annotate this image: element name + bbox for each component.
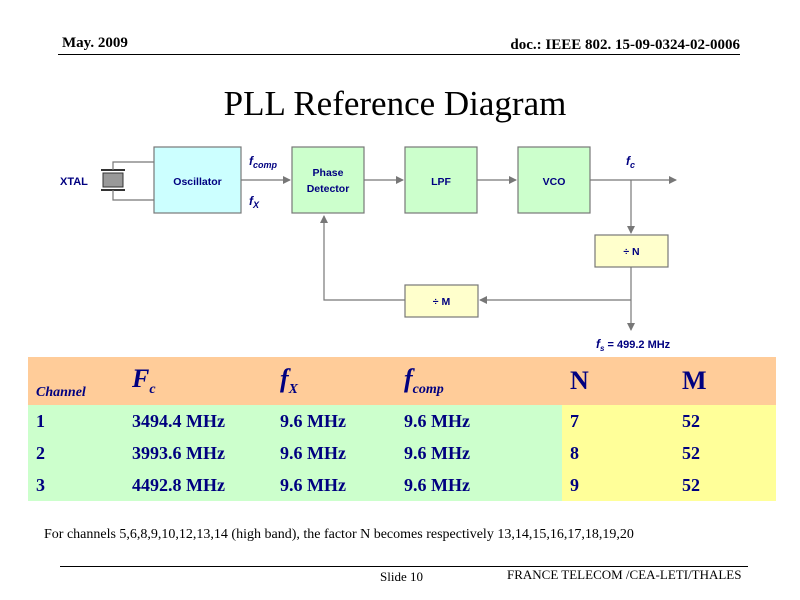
cell-fcomp: 9.6 MHz xyxy=(396,469,562,501)
crystal-symbol xyxy=(101,161,154,201)
cell-channel: 3 xyxy=(28,469,124,501)
table-row: 3 4492.8 MHz 9.6 MHz 9.6 MHz 9 52 xyxy=(28,469,776,501)
cell-fc: 4492.8 MHz xyxy=(124,469,272,501)
table-header-row: Channel Fc fX fcomp N M xyxy=(28,357,776,405)
footer-org: FRANCE TELECOM /CEA-LETI/THALES xyxy=(507,567,742,582)
cell-fx: 9.6 MHz xyxy=(272,469,396,501)
fs-label: fs = 499.2 MHz xyxy=(596,337,671,353)
high-band-note: For channels 5,6,8,9,10,12,13,14 (high b… xyxy=(44,527,634,542)
cell-fc: 3993.6 MHz xyxy=(124,437,272,469)
cell-m: 52 xyxy=(674,469,776,501)
header-fx: fX xyxy=(272,357,396,405)
xtal-label: XTAL xyxy=(60,176,88,188)
table-row: 1 3494.4 MHz 9.6 MHz 9.6 MHz 7 52 xyxy=(28,405,776,437)
cell-fcomp: 9.6 MHz xyxy=(396,405,562,437)
footer-rule xyxy=(60,566,748,567)
cell-m: 52 xyxy=(674,437,776,469)
slide-title: PLL Reference Diagram xyxy=(223,84,567,123)
cell-fc: 3494.4 MHz xyxy=(124,405,272,437)
cell-channel: 1 xyxy=(28,405,124,437)
cell-m: 52 xyxy=(674,405,776,437)
fx-label: fX xyxy=(249,194,260,210)
oscillator-block: Oscillator xyxy=(153,146,242,214)
header-fc: Fc xyxy=(124,357,272,405)
divide-n-block: ÷ N xyxy=(594,234,669,268)
header-doc-id: doc.: IEEE 802. 15-09-0324-02-0006 xyxy=(510,37,740,53)
header-channel: Channel xyxy=(28,357,124,405)
oscillator-label: Oscillator xyxy=(173,176,221,188)
phase-detector-block: Phase Detector xyxy=(291,146,365,214)
cell-n: 8 xyxy=(562,437,674,469)
table-row: 2 3993.6 MHz 9.6 MHz 9.6 MHz 8 52 xyxy=(28,437,776,469)
pll-diagram: XTAL Oscillator fcomp fX Phase Detector … xyxy=(60,146,677,353)
header-n: N xyxy=(562,357,674,405)
cell-n: 7 xyxy=(562,405,674,437)
cell-fcomp: 9.6 MHz xyxy=(396,437,562,469)
cell-n: 9 xyxy=(562,469,674,501)
divide-m-label: ÷ M xyxy=(433,296,451,308)
divide-n-label: ÷ N xyxy=(623,246,639,258)
cell-channel: 2 xyxy=(28,437,124,469)
channel-table: Channel Fc fX fcomp N M 1 3494.4 MHz 9.6… xyxy=(28,357,776,501)
vco-block: VCO xyxy=(517,146,591,214)
fc-label: fc xyxy=(626,154,635,170)
lpf-block: LPF xyxy=(404,146,478,214)
cell-fx: 9.6 MHz xyxy=(272,405,396,437)
phase-detector-label-2: Detector xyxy=(307,183,350,195)
fcomp-label: fcomp xyxy=(249,154,278,170)
phase-detector-label-1: Phase xyxy=(313,167,344,179)
lpf-label: LPF xyxy=(431,176,451,188)
slide-number: Slide 10 xyxy=(380,569,423,584)
vco-label: VCO xyxy=(543,176,566,188)
cell-fx: 9.6 MHz xyxy=(272,437,396,469)
divide-m-block: ÷ M xyxy=(404,284,479,318)
header-date: May. 2009 xyxy=(62,35,128,51)
header-rule xyxy=(58,54,740,55)
header-fcomp: fcomp xyxy=(396,357,562,405)
header-m: M xyxy=(674,357,776,405)
